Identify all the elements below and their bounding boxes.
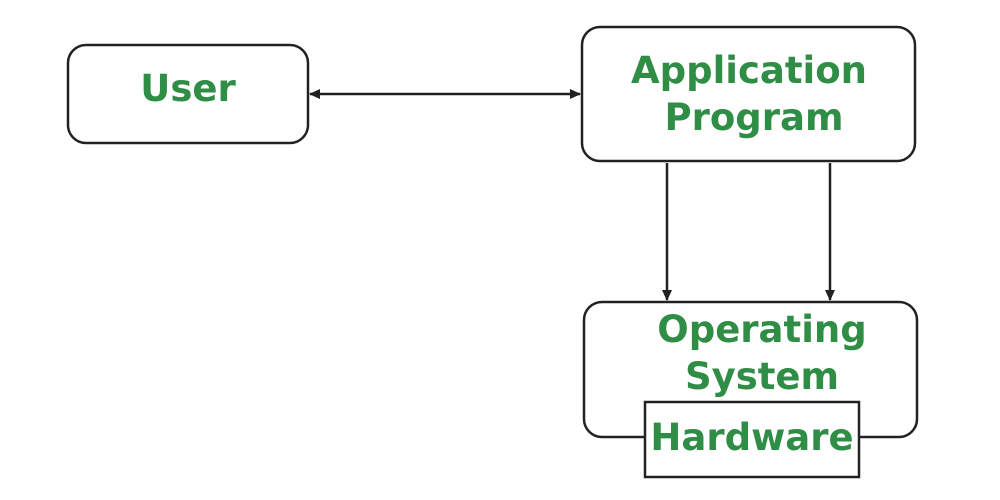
hardware-node: Hardware [643,400,861,479]
operating-system-label-line2: System [685,355,839,398]
application-program-node-box [580,25,917,163]
user-node-label: User [140,67,236,110]
user-node-box [66,43,310,145]
application-program-node: Application Program [580,25,917,163]
hardware-node-label: Hardware [650,416,853,459]
operating-system-label-line1: Operating [657,308,866,351]
user-node: User [66,43,310,145]
application-program-label-line2: Program [664,96,843,139]
application-program-label-line1: Application [631,49,867,92]
hardware-node-box [643,400,861,479]
